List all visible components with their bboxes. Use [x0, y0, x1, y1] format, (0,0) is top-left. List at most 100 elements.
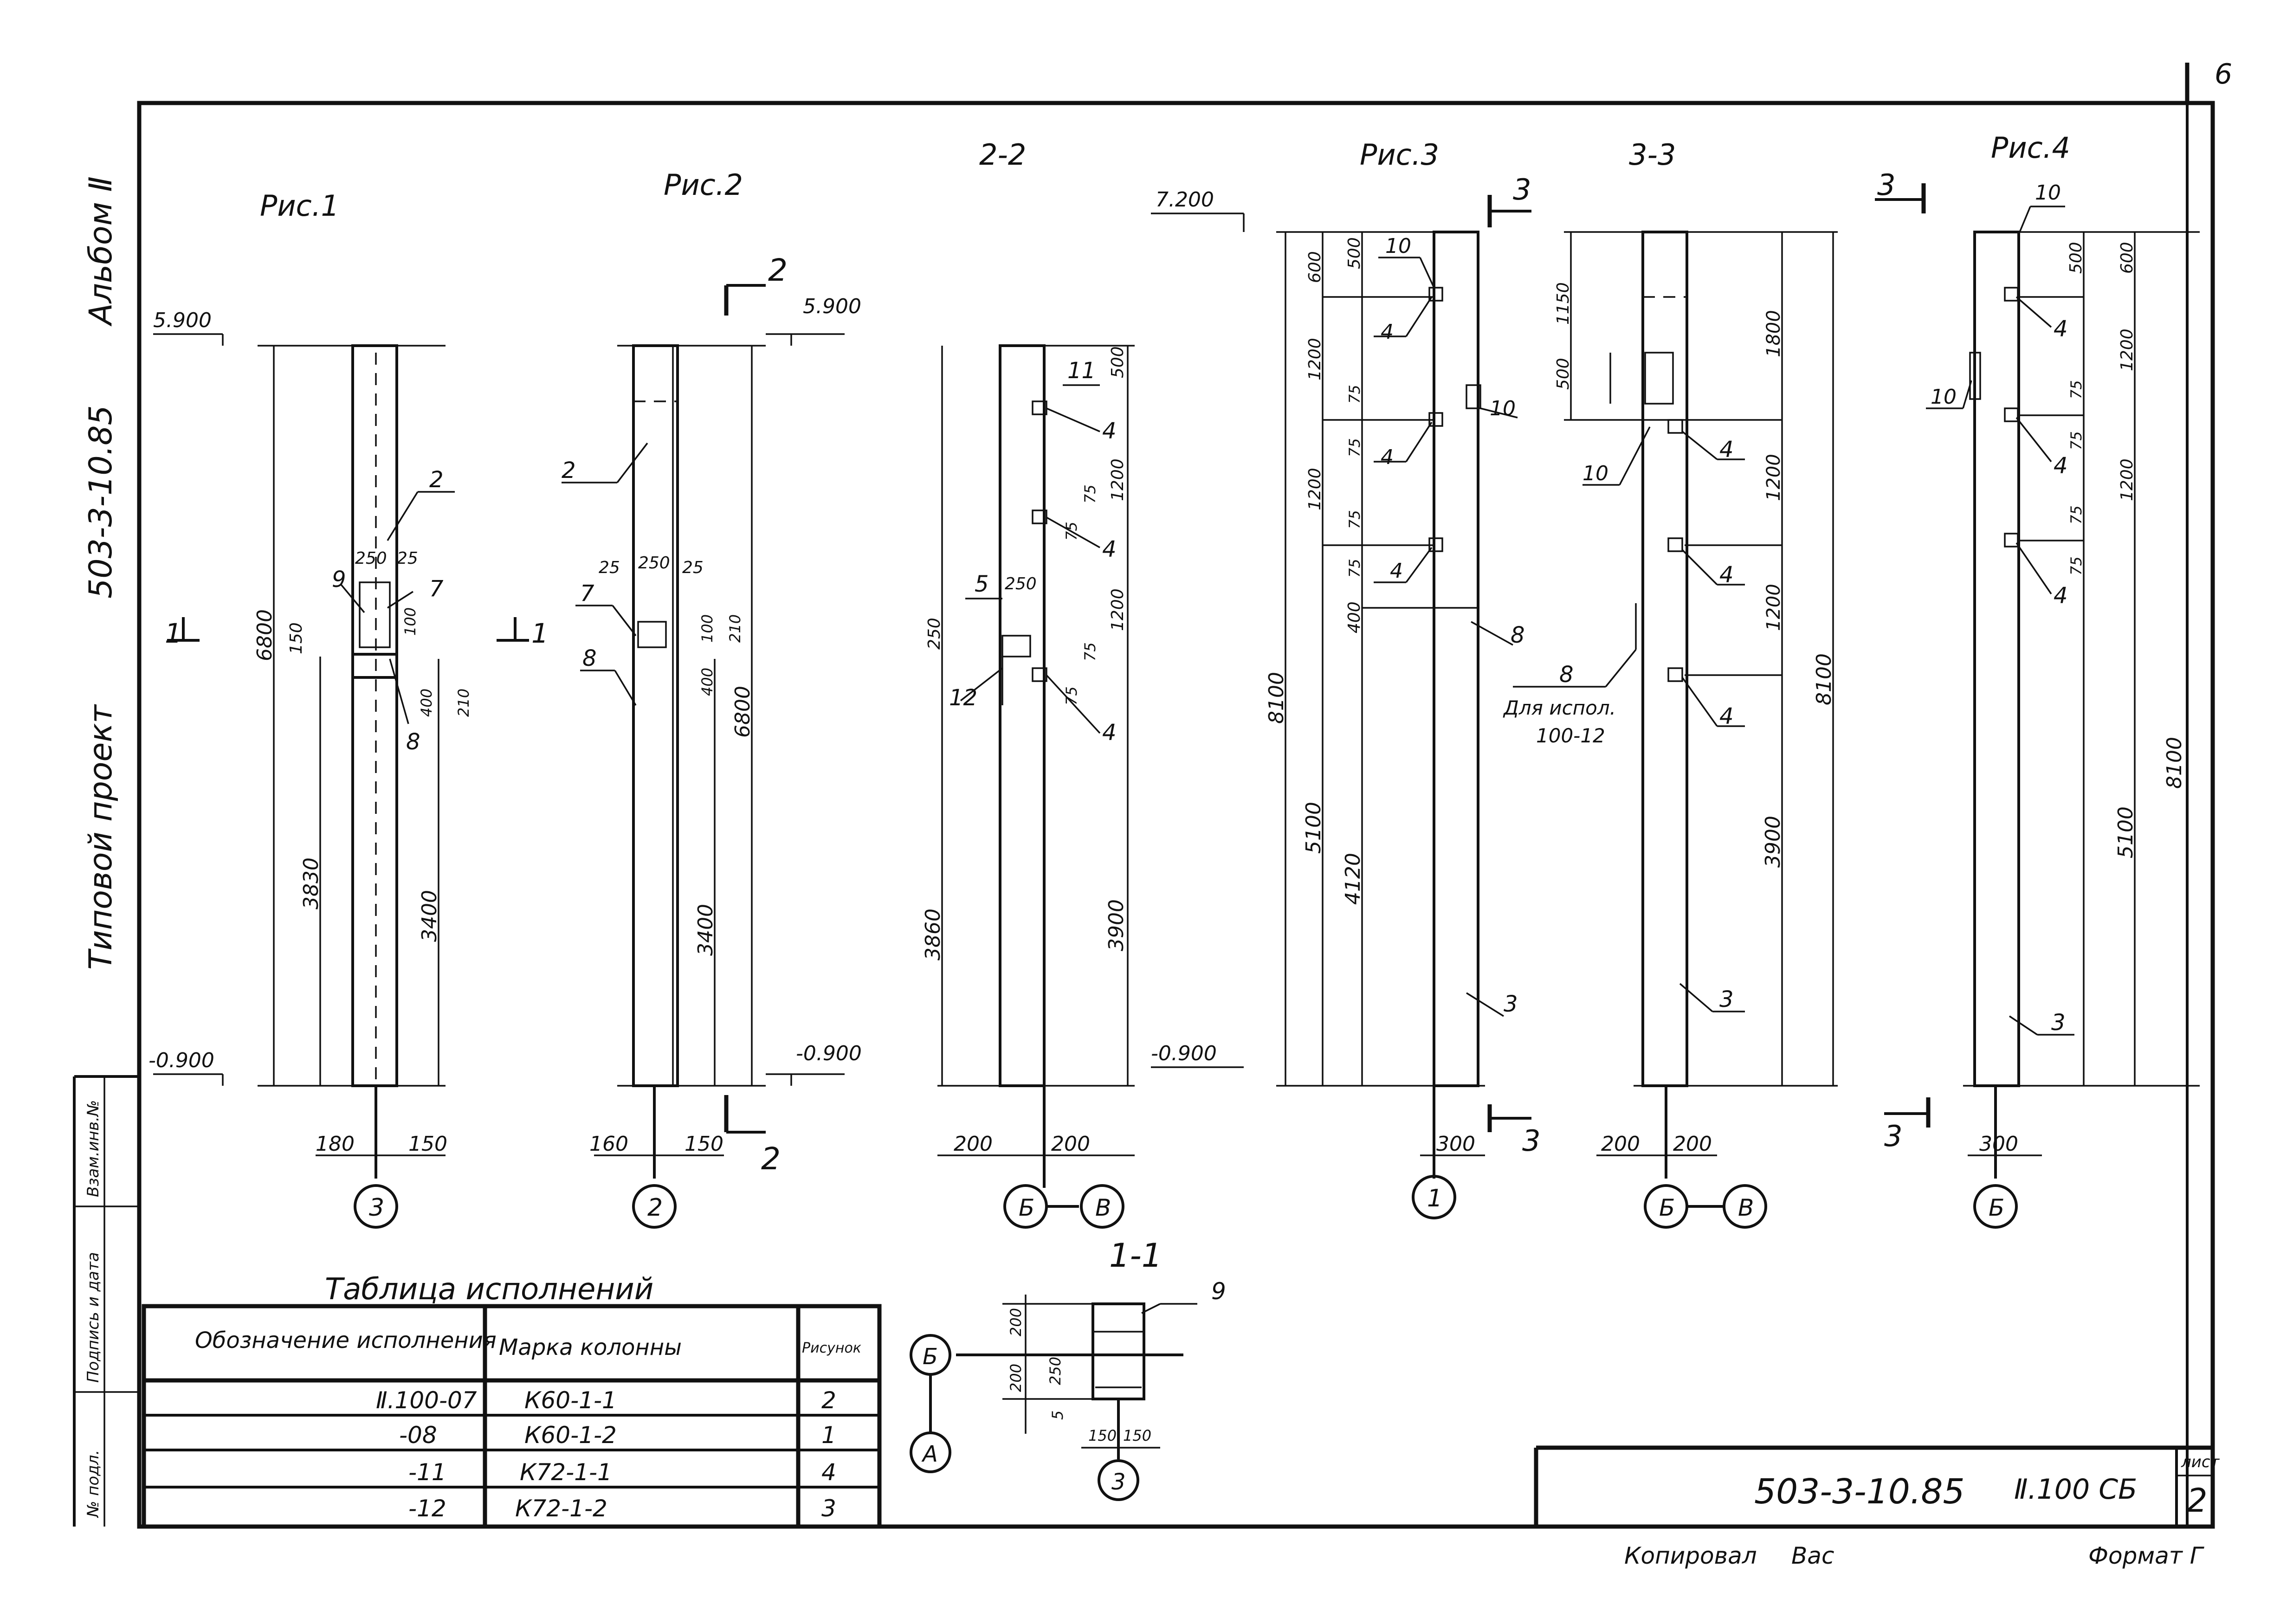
fig1-title: Рис.1	[260, 189, 339, 223]
sec22-dim-1200b: 1200	[1108, 588, 1127, 631]
sec33-dim-3900: 3900	[1761, 816, 1785, 868]
sec33-dim-width-right: 200	[1673, 1132, 1712, 1156]
fig2-dim-250: 250	[638, 554, 670, 573]
fig4-dim-75c: 75	[2067, 505, 2085, 524]
fig4-pos-4c: 4	[2054, 583, 2068, 609]
sec22-pos-12: 12	[949, 685, 977, 711]
fig1-dim-25: 25	[397, 549, 418, 568]
fig1-dim-total: 6800	[253, 609, 277, 661]
fig4-dim-75b: 75	[2067, 431, 2085, 450]
sec11-title: 1-1	[1109, 1237, 1162, 1275]
fig2-dim-400: 400	[698, 668, 716, 696]
fig3-dim-width: 300	[1436, 1132, 1475, 1156]
fig1-column	[351, 344, 398, 1087]
fig4-dim-75a: 75	[2067, 380, 2085, 399]
fig2-dim-lower: 3400	[694, 904, 717, 956]
stamp-sign-date: Подпись и дата	[84, 1252, 103, 1383]
fig3-pos-10b: 10	[1490, 397, 1516, 420]
sec11-axis-3: 3	[1111, 1469, 1126, 1495]
sec33-dim-1800: 1800	[1763, 310, 1784, 357]
fig4-section-bottom: 3	[1884, 1119, 1902, 1153]
section-1-1: 1-1	[910, 1237, 1197, 1501]
sec33-dim-1200b: 1200	[1763, 584, 1784, 631]
corner-mark: 6	[2215, 58, 2232, 90]
fig3-pos-4b: 4	[1381, 445, 1394, 469]
fig4-column	[1973, 231, 2020, 1087]
fig4-dim-1200b: 1200	[2118, 458, 2137, 501]
sec33-dim-width-left: 200	[1601, 1132, 1640, 1156]
table-row-1-figure: 2	[821, 1387, 836, 1414]
fig3-pos-8: 8	[1511, 622, 1525, 648]
fig3-dim-5100: 5100	[1302, 802, 1325, 854]
title-code: 503-3-10.85	[1754, 1472, 1965, 1512]
sec33-pos-4b: 4	[1719, 562, 1734, 588]
fig1-dim-width-right: 150	[408, 1132, 447, 1156]
fig2-dim-25b: 25	[682, 558, 704, 577]
fig4-pos-10a: 10	[2035, 181, 2061, 205]
fig2-dim-width-right: 150	[685, 1132, 723, 1156]
fig3-pos-3: 3	[1504, 991, 1518, 1017]
fig3-dim-1200a: 1200	[1305, 338, 1324, 380]
sec11-dim-200a: 200	[1007, 1308, 1025, 1336]
fig4-pos-10b: 10	[1931, 385, 1957, 409]
fig4-axis-label: Б	[1989, 1194, 2004, 1221]
fig1-dim-lower: 3830	[299, 857, 323, 909]
fig2-axis-bubble	[632, 1184, 677, 1229]
figure-4: Рис.4	[1875, 131, 2200, 1229]
fig1-dim-width-left: 180	[316, 1132, 355, 1156]
sec33-pos-4c: 4	[1719, 703, 1734, 729]
sheet-label: лист	[2181, 1453, 2220, 1471]
fig1-section-left: 1	[165, 618, 182, 649]
sec11-axis-a: А	[921, 1441, 938, 1467]
fig2-dim-width-left: 160	[589, 1132, 628, 1156]
fig1-pos-2: 2	[429, 467, 444, 493]
fig4-pos-4b: 4	[2054, 453, 2068, 479]
table-row-2-mark: К60-1-2	[524, 1422, 617, 1449]
fig1-dim-100: 100	[401, 607, 419, 636]
fig3-pos-4a: 4	[1381, 320, 1394, 344]
copied-by: Копировал	[1624, 1542, 1757, 1569]
stamp-inv-orig: № подл.	[84, 1450, 103, 1518]
fig2-axis-label: 2	[647, 1194, 663, 1222]
table-row-1-designation: Ⅱ.100-07	[376, 1387, 477, 1414]
sec22-dim-250b: 250	[1005, 574, 1037, 593]
sec33-axis-b: Б	[1659, 1194, 1675, 1221]
sec22-dim-1200a: 1200	[1108, 458, 1127, 501]
sec22-axis-b: Б	[1019, 1194, 1034, 1221]
sheet-number: 2	[2187, 1482, 2208, 1520]
sec11-dim-150b: 150	[1123, 1427, 1151, 1444]
sec22-pos-4a: 4	[1102, 418, 1117, 444]
side-project-code: 503-3-10.85	[83, 405, 119, 599]
fig4-dim-600: 600	[2118, 242, 2137, 274]
fig2-pos-2: 2	[562, 458, 576, 483]
fig1-opening	[359, 581, 391, 648]
fig3-column	[1433, 231, 1479, 1087]
section-3-3: 3-3	[1513, 138, 1838, 1229]
sec22-dim-lower: 3860	[921, 909, 945, 960]
sec22-pos-5: 5	[975, 571, 989, 597]
sec33-dim-1150: 1150	[1554, 282, 1573, 325]
fig3-top-level: 7.200	[1156, 188, 1214, 212]
sec33-pos-8: 8	[1559, 662, 1574, 688]
fig1-top-level: 5.900	[153, 309, 212, 332]
fig3-dim-75a: 75	[1346, 385, 1363, 404]
sec11-dim-250: 250	[1046, 1357, 1064, 1385]
fig1-axis-label: 3	[369, 1194, 384, 1222]
sheet-frame	[73, 63, 2215, 1529]
sec11-profile	[1092, 1302, 1145, 1400]
fig2-section-top: 2	[768, 252, 788, 288]
fig1-pos-8: 8	[406, 729, 420, 755]
side-typical-project: Типовой проект	[83, 704, 119, 970]
table-row-3-mark: К72-1-1	[520, 1459, 612, 1486]
fig1-dim-250: 250	[355, 549, 387, 568]
sec22-dim-width-right: 200	[1051, 1132, 1090, 1156]
sec33-dim-1200a: 1200	[1763, 454, 1784, 501]
table-row-3-designation: -11	[408, 1459, 446, 1486]
sec22-title: 2-2	[979, 138, 1026, 172]
fig1-pos-9: 9	[332, 567, 346, 593]
fig4-pos-3: 3	[2051, 1010, 2066, 1036]
sec22-dim-bottom: 3900	[1104, 899, 1128, 951]
sec22-dim-75c: 75	[1081, 642, 1099, 661]
copied-signature: Вас	[1791, 1542, 1834, 1569]
